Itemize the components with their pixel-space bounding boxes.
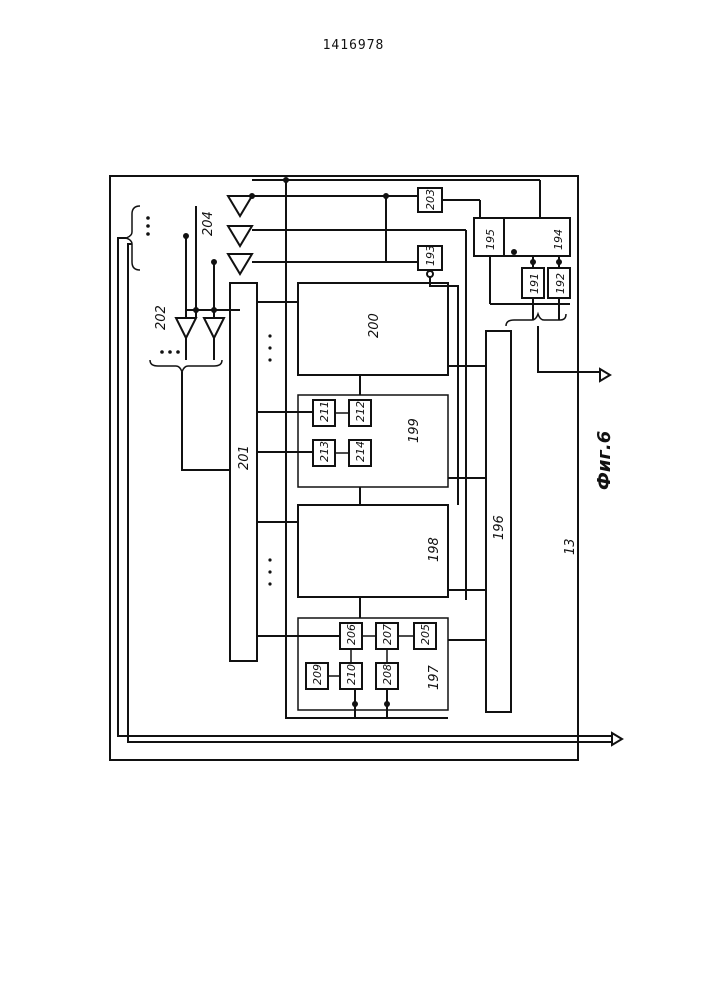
label-196: 196 [492,515,507,540]
label-198: 198 [427,537,442,562]
label-13: 13 [563,538,578,555]
driver-204-c [228,254,252,274]
label-195: 195 [484,229,497,250]
label-203: 203 [424,189,437,210]
driver-204-b [228,226,252,246]
driver-204-a [228,196,252,216]
label-193: 193 [424,245,437,266]
label-204: 204 [201,211,216,236]
figure-caption: Фиг.6 [594,431,615,490]
label-211: 211 [318,401,331,422]
label-199: 199 [407,418,422,443]
label-205: 205 [419,624,432,645]
label-197: 197 [427,664,442,690]
label-208: 208 [381,664,394,685]
inverter-bubble-193 [427,271,433,277]
label-191: 191 [528,273,541,294]
label-206: 206 [345,624,358,645]
label-201: 201 [237,445,252,470]
label-214: 214 [354,441,367,462]
label-200: 200 [367,313,382,338]
driver-202-a [176,318,196,338]
bus-brace-left [150,360,222,372]
bus-ellipsis-top [146,216,150,236]
internal-ellipses [268,334,271,585]
label-192: 192 [554,273,567,294]
bus-brace-right [506,314,566,326]
label-207: 207 [381,624,394,645]
label-213: 213 [318,441,331,462]
bus-ellipsis-left [160,350,180,354]
label-194: 194 [552,229,565,250]
label-209: 209 [311,664,324,685]
label-212: 212 [354,401,367,422]
block-198 [298,505,448,597]
label-210: 210 [345,664,358,685]
driver-202-b [204,318,224,338]
label-202: 202 [154,305,169,330]
block-201 [230,283,257,661]
